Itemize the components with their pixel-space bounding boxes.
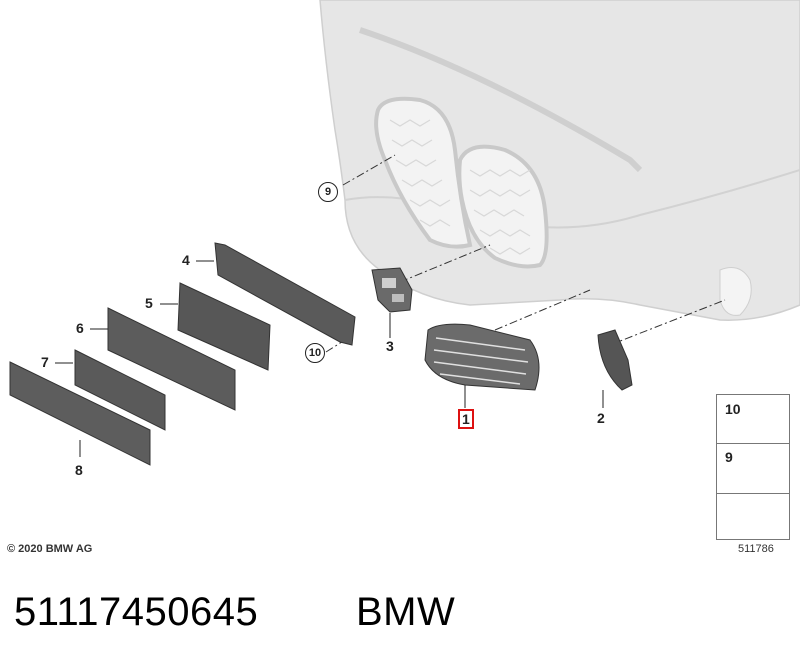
kidney-grille	[374, 96, 549, 269]
callout-6: 6	[76, 320, 84, 336]
diagram-id: 511786	[738, 543, 774, 555]
callout-4: 4	[182, 252, 190, 268]
part-4-bracket	[214, 242, 356, 346]
copyright-notice: © 2020 BMW AG	[7, 543, 93, 555]
callout-9: 9	[318, 182, 338, 202]
legend-row-10: 10	[717, 395, 789, 444]
diagram-drawing	[9, 0, 800, 540]
part-1-grille-insert	[424, 323, 540, 391]
brand-name: BMW	[356, 590, 456, 634]
part-7-plate	[74, 349, 166, 431]
part-6-plate	[107, 307, 236, 411]
part-5-plate	[177, 282, 271, 371]
callout-7: 7	[41, 354, 49, 370]
callout-2: 2	[597, 410, 605, 426]
callout-3: 3	[386, 338, 394, 354]
fastener-legend: 10 9	[716, 394, 790, 540]
part-8-plate	[9, 361, 151, 466]
parts-diagram: 9 4 5 6 7 10 3 2 1 8 10 9 © 2020 BMW AG …	[7, 0, 800, 555]
callout-8: 8	[75, 462, 83, 478]
legend-row-9: 9	[717, 443, 789, 494]
part-3-bracket	[371, 267, 413, 313]
legend-number-9: 9	[725, 449, 733, 465]
callout-1-highlighted: 1	[458, 409, 474, 429]
part-2-trim	[597, 329, 633, 391]
legend-number-10: 10	[725, 401, 741, 417]
callout-10: 10	[305, 343, 325, 363]
callout-5: 5	[145, 295, 153, 311]
part-number: 51117450645	[14, 590, 259, 634]
